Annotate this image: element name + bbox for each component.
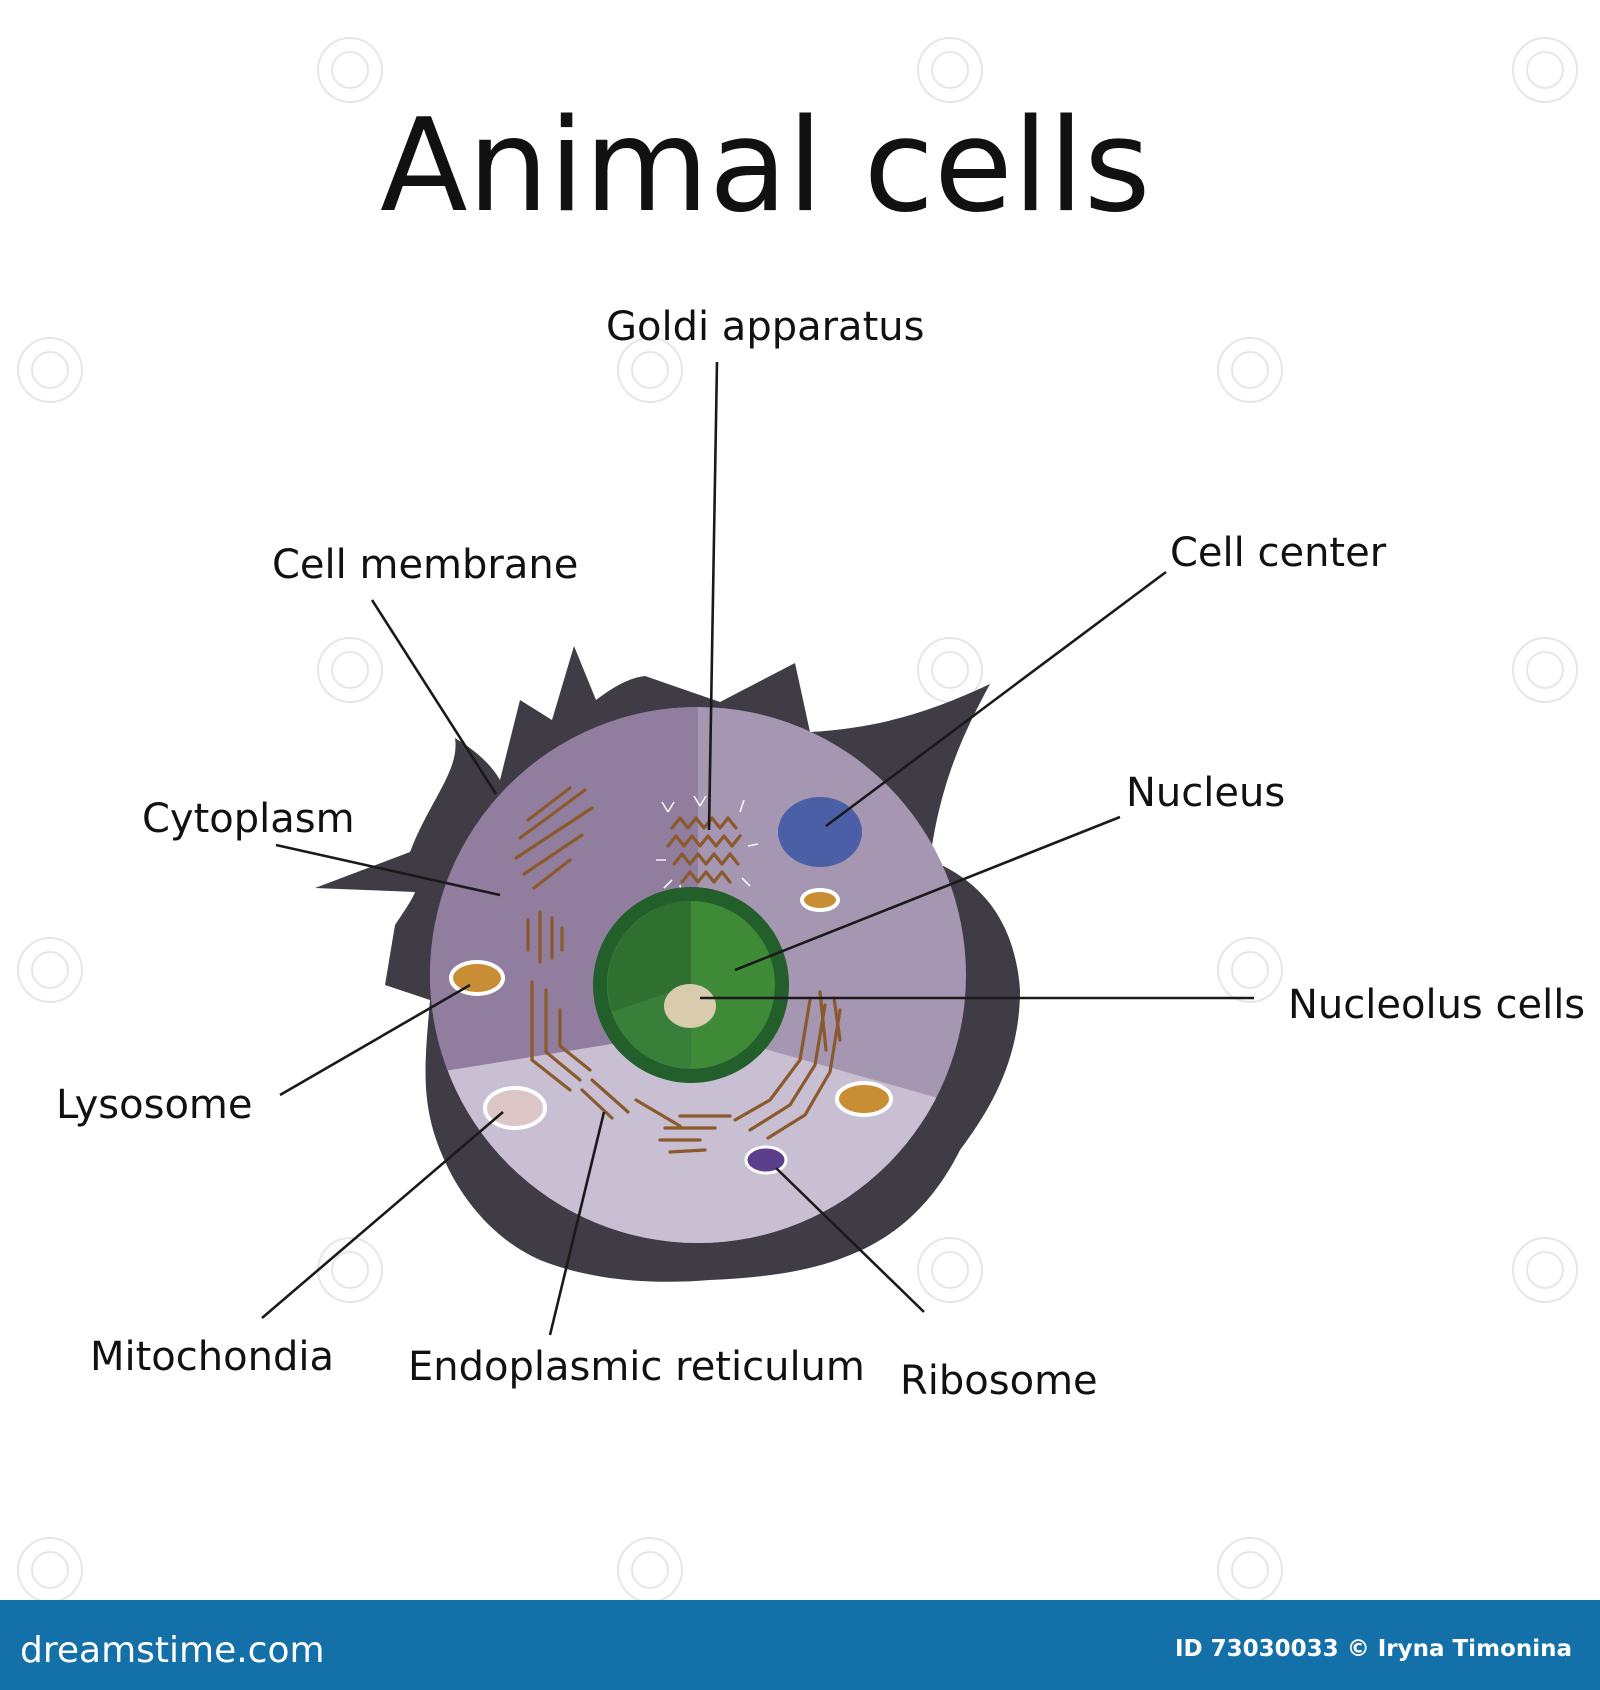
leader-ribosome [775, 1167, 925, 1313]
nucleolus [664, 984, 716, 1028]
label-nucleus: Nucleus [1126, 770, 1285, 816]
label-lysosome: Lysosome [56, 1082, 252, 1128]
footer-brand: dreamstime.com [20, 1630, 325, 1671]
leader-cell-center [825, 570, 1167, 828]
lysosome-small [800, 888, 840, 912]
label-cytoplasm: Cytoplasm [142, 796, 355, 842]
golgi-apparatus [656, 795, 759, 898]
lysosome-left [449, 960, 505, 996]
label-cell-center: Cell center [1170, 530, 1387, 576]
label-mitochondia: Mitochondia [90, 1334, 334, 1380]
label-ribosome: Ribosome [900, 1358, 1098, 1404]
label-nucleolus-cells: Nucleolus cells [1288, 982, 1585, 1028]
leader-goldi-apparatus [707, 361, 719, 831]
label-goldi-apparatus: Goldi apparatus [606, 304, 924, 350]
leader-lines [261, 361, 1254, 1336]
leader-cell-membrane [370, 599, 498, 795]
leader-endoplasmic-reticulum [548, 1111, 606, 1336]
leader-mitochondia [261, 1111, 504, 1319]
footer-bar [0, 1600, 1600, 1690]
label-cell-membrane: Cell membrane [272, 542, 578, 588]
label-endoplasmic-reticulum: Endoplasmic reticulum [408, 1344, 865, 1390]
watermark-pattern [17, 37, 1578, 1603]
diagram-title: Animal cells [380, 92, 1151, 241]
endoplasmic-reticulum [514, 786, 842, 1154]
ribosome-organelle [744, 1145, 788, 1175]
leader-lysosome [279, 983, 471, 1097]
leader-cytoplasm [275, 843, 501, 897]
leader-nucleus [734, 815, 1121, 972]
footer-credit: ID 73030033 © Iryna Timonina [1175, 1636, 1572, 1662]
mitochondria-organelle [483, 1086, 547, 1130]
lysosome-right [835, 1081, 893, 1117]
